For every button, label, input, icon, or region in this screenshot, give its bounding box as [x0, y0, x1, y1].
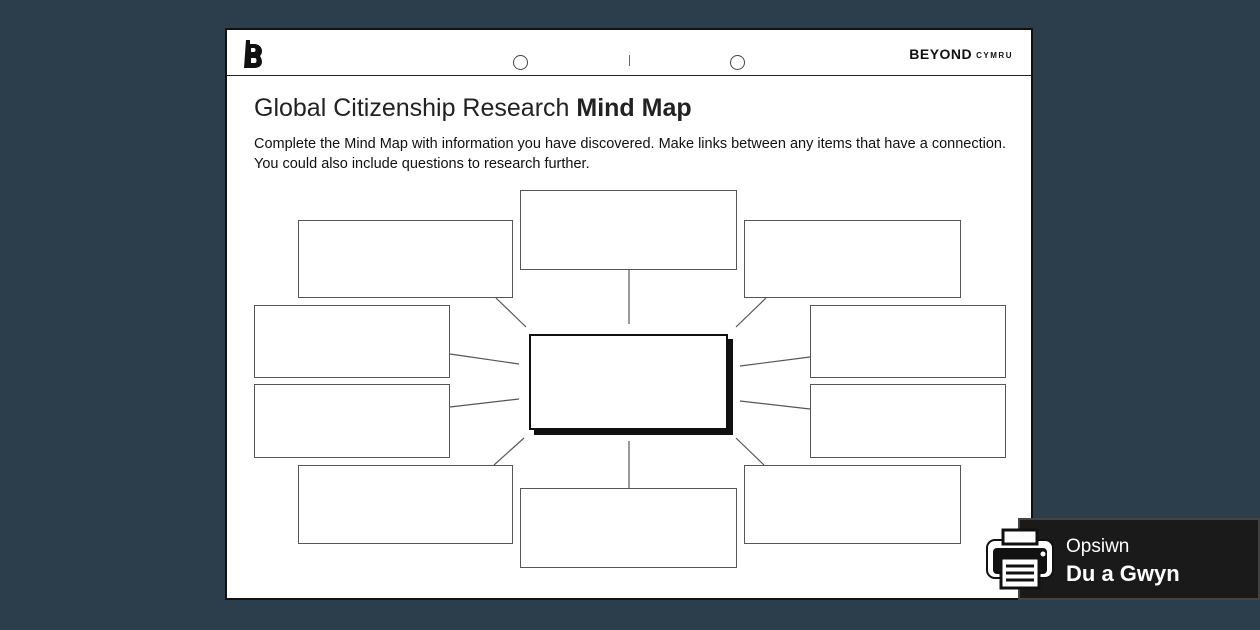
punch-hole-right [730, 55, 745, 70]
mindmap-box-bottom-right[interactable] [744, 465, 961, 544]
print-black-white-button[interactable] [1018, 518, 1260, 600]
instructions: Complete the Mind Map with information y… [254, 136, 1006, 172]
mindmap-box-left-upper[interactable] [254, 305, 450, 378]
title-light: Global Citizenship Research [254, 94, 570, 122]
mindmap-center-box[interactable] [529, 334, 728, 430]
mindmap-box-right-upper[interactable] [810, 305, 1006, 378]
mindmap-box-top[interactable] [520, 190, 737, 270]
print-option-label[interactable]: Opsiwn [1066, 536, 1130, 557]
punch-hole-left [513, 55, 528, 70]
mindmap-box-top-right[interactable] [744, 220, 961, 298]
title-bold: Mind Map [576, 94, 692, 122]
mindmap-box-bottom-left[interactable] [298, 465, 513, 544]
header-divider [227, 75, 1031, 76]
mindmap-box-bottom[interactable] [520, 488, 737, 568]
brand-sub: CYMRU [976, 50, 1013, 60]
printer-icon [986, 528, 1054, 590]
brand-name: BEYOND [909, 46, 973, 62]
beyond-logo-icon [244, 40, 262, 68]
print-option-value[interactable]: Du a Gwyn [1066, 561, 1180, 586]
page-title: Global Citizenship Research Mind Map [254, 94, 692, 123]
mindmap-box-top-left[interactable] [298, 220, 513, 298]
center-tick [629, 55, 630, 66]
mindmap-box-left-lower[interactable] [254, 384, 450, 458]
mindmap-box-right-lower[interactable] [810, 384, 1006, 458]
